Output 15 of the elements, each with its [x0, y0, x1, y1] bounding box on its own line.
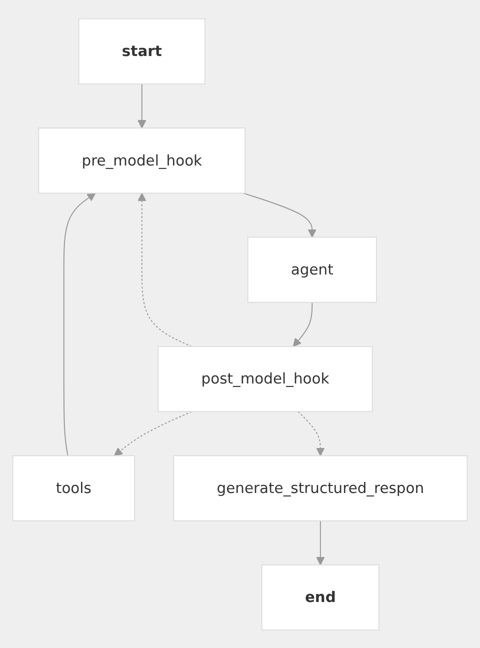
node-box: tools — [12, 454, 135, 521]
node-box: end — [261, 564, 380, 630]
arrow — [114, 410, 192, 456]
arrow — [292, 301, 313, 346]
arrow — [63, 192, 96, 456]
arrow — [298, 410, 325, 456]
arrow — [138, 192, 192, 347]
node-box: generate_structured_respon — [173, 454, 468, 521]
node-box: pre_model_hook — [38, 127, 246, 194]
node-box: post_model_hook — [158, 346, 373, 412]
arrow — [316, 520, 325, 565]
arrow — [138, 83, 146, 128]
arrow — [242, 192, 316, 238]
node-box: start — [78, 18, 206, 84]
node-box: agent — [247, 236, 377, 302]
